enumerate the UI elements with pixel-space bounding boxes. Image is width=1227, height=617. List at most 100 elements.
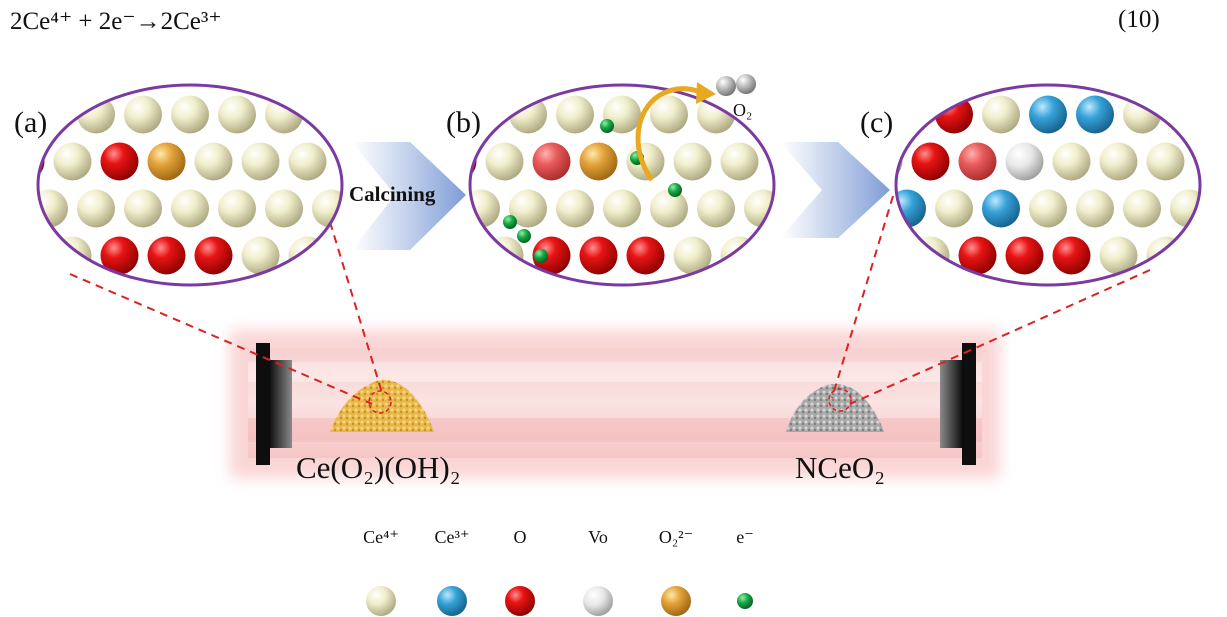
legend [366,586,753,616]
o2-molecule-atom [716,76,736,96]
ce4-atom [288,85,327,87]
second-arrow [780,142,890,238]
ce4-atom [124,283,162,285]
ce4-atom [77,189,115,228]
ce4-atom [38,283,68,285]
ce4-atom [171,95,209,134]
ce4-atom [1146,142,1185,181]
ce4-atom [485,85,524,87]
ce4-atom [265,189,303,228]
ce4-atom [982,95,1020,134]
ce4-atom [1099,142,1138,181]
ce4-atom [603,189,641,228]
ce4-atom [470,283,500,285]
peroxide-atom [579,142,618,181]
ce4-atom [53,236,92,275]
peroxide-atom [100,85,139,87]
oxygen-atom [579,85,618,87]
ce4-atom [1052,142,1091,181]
ce4-atom [312,95,342,134]
legend-label-o22: O₂²⁻ [658,527,694,547]
precursor-label: Ce(O₂)(OH)₂ [296,450,461,485]
electron [534,249,548,263]
ce4-atom [958,85,997,87]
cream-sphere-icon [366,586,396,616]
electron [668,183,682,197]
electron [503,215,517,229]
ce4-atom [218,189,256,228]
ce4-atom [241,142,280,181]
blue-sphere-icon [437,586,467,616]
ce4-atom [603,283,641,285]
ce4-atom [697,189,735,228]
legend-label-o: O [513,527,527,547]
ce3-atom [1029,95,1067,134]
oxygen-atom [147,236,186,275]
ce4-atom [171,283,209,285]
ce3-atom [1076,95,1114,134]
tube-left-cap [256,343,292,465]
ce4-atom [650,95,688,134]
precursor-powder [330,379,434,432]
panel-label-b: (b) [446,106,481,139]
lattice-c [894,83,1202,287]
ce3-atom [982,189,1020,228]
ce4-atom [485,236,524,275]
oxygen-atom [147,85,186,87]
ce4-atom [626,85,665,87]
ce3-atom [935,283,973,285]
ce4-atom [241,236,280,275]
ce4-atom [288,236,327,275]
ce4-atom [744,283,774,285]
ce4-atom [1123,283,1161,285]
ce4-atom [556,189,594,228]
oxygen-atom [194,236,233,275]
oxygen-atom [911,142,950,181]
legend-label-ce3: Ce³⁺ [434,527,470,547]
ce4-atom [1099,85,1138,87]
oxygen-atom [1052,236,1091,275]
ce4-atom [38,85,45,87]
ce4-atom [218,283,256,285]
equation: 2Ce⁴⁺ + 2e⁻→2Ce³⁺ [10,8,222,35]
ce4-atom [556,95,594,134]
oxygen-atom [1005,236,1044,275]
ce4-atom [1146,85,1185,87]
white-sphere-icon [583,586,613,616]
ce4-atom [171,189,209,228]
ce4-atom [650,189,688,228]
legend-label-vo: Vo [588,527,608,547]
ce4-atom [53,85,92,87]
ce4-atom [673,85,712,87]
ce4-atom [1170,283,1200,285]
oxygen-atom [100,236,139,275]
vacancy-site [911,85,950,87]
peroxide-atom [470,236,477,275]
o2-molecule-atom [736,74,756,94]
oxygen-atom [532,142,571,181]
oxygen-atom [958,236,997,275]
zoom-lines [69,195,1151,405]
oxygen-atom [626,236,665,275]
ce3-atom [896,85,903,87]
orange-sphere-icon [661,586,691,616]
oxygen-atom [1005,85,1044,87]
o2-label: O₂ [733,100,753,120]
panel-label-c: (c) [860,106,894,139]
peroxide-atom [38,236,45,275]
vacancy-site [1005,142,1044,181]
ce4-atom [673,142,712,181]
product-powder [786,383,884,432]
oxygen-atom [532,236,571,275]
ce4-atom [1076,189,1114,228]
ce4-atom [194,85,233,87]
ce4-atom [982,283,1020,285]
ce3-atom [1029,283,1067,285]
ce4-atom [556,283,594,285]
ce4-atom [697,283,735,285]
ce4-atom [935,189,973,228]
ce4-atom [1029,189,1067,228]
ce4-atom [312,283,342,285]
ce4-atom [470,85,477,87]
ce4-atom [124,95,162,134]
